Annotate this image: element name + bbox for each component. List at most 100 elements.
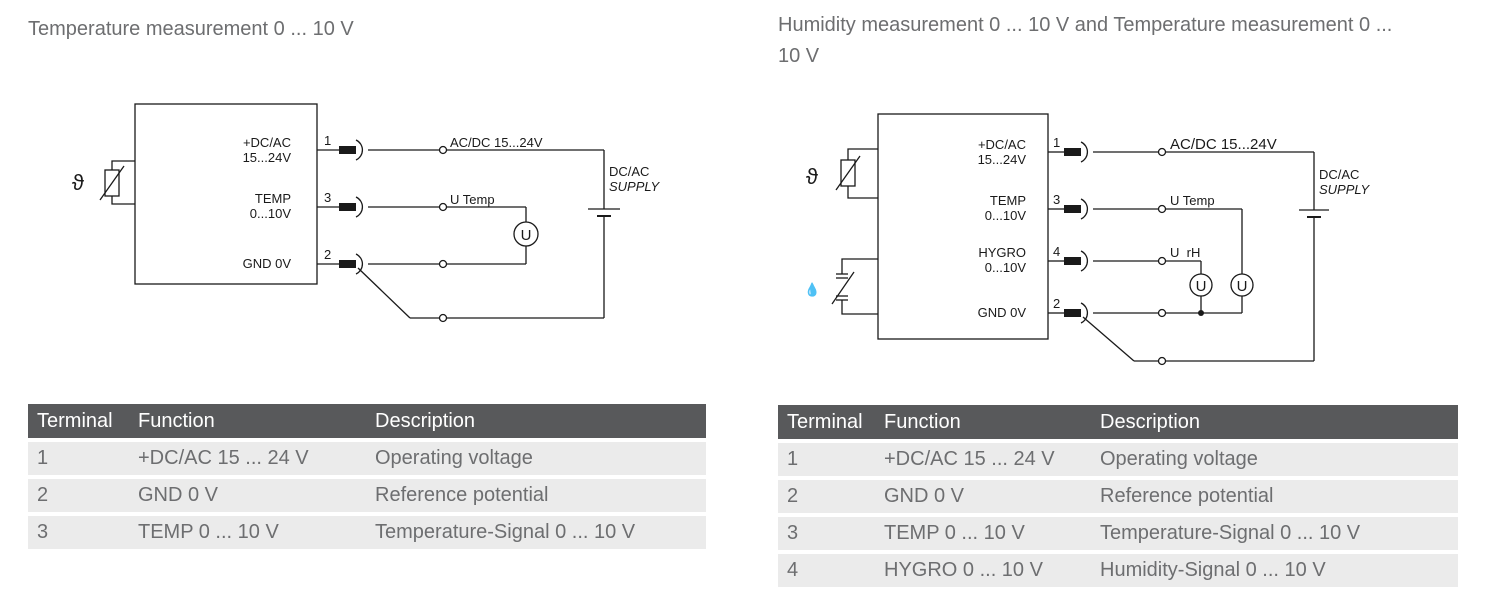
column-header: Terminal bbox=[778, 405, 875, 441]
plug-pin bbox=[1064, 205, 1081, 213]
voltmeter-icon bbox=[1189, 273, 1213, 297]
thermistor-body bbox=[104, 169, 120, 197]
plug-pin bbox=[339, 203, 356, 211]
table-cell: Operating voltage bbox=[366, 438, 706, 477]
thermistor-body bbox=[840, 159, 856, 187]
table-cell: 1 bbox=[28, 438, 129, 477]
terminal-label: 15...24V bbox=[243, 150, 292, 165]
device-box bbox=[134, 103, 318, 285]
table-row: 2 GND 0 V Reference potential bbox=[778, 476, 1458, 515]
voltmeter-icon bbox=[1230, 273, 1254, 297]
terminal-label: +DC/AC bbox=[243, 135, 291, 150]
table-row: 3 TEMP 0 ... 10 V Temperature-Signal 0 .… bbox=[28, 512, 706, 549]
table-cell: 1 bbox=[778, 439, 875, 478]
table-header-row: Terminal Function Description bbox=[28, 404, 706, 440]
supply-label: SUPPLY bbox=[609, 179, 660, 194]
column-header: Function bbox=[875, 405, 1091, 441]
section-title: Temperature measurement 0 ... 10 V bbox=[28, 18, 354, 40]
plug-pin bbox=[1064, 309, 1081, 317]
terminal-label: TEMP bbox=[990, 193, 1026, 208]
thermistor-icon bbox=[111, 160, 135, 205]
table-cell: Operating voltage bbox=[1091, 439, 1458, 478]
supply-wire-label: AC/DC 15...24V bbox=[450, 135, 543, 150]
table-header-row: Terminal Function Description bbox=[778, 405, 1458, 441]
table-cell: TEMP 0 ... 10 V bbox=[875, 513, 1091, 552]
terminal-point bbox=[1157, 204, 1167, 214]
table-cell: Temperature-Signal 0 ... 10 V bbox=[366, 512, 706, 549]
table-cell: 4 bbox=[778, 550, 875, 587]
plug-pin bbox=[339, 146, 356, 154]
terminal-point bbox=[1157, 147, 1167, 157]
plug-pin bbox=[1064, 148, 1081, 156]
column-header: Terminal bbox=[28, 404, 129, 440]
table-cell: Reference potential bbox=[1091, 476, 1458, 515]
table-cell: Reference potential bbox=[366, 475, 706, 514]
terminal-number: 3 bbox=[324, 190, 331, 205]
terminal-label: TEMP bbox=[255, 191, 291, 206]
terminal-label: GND 0V bbox=[243, 256, 292, 271]
table-cell: 2 bbox=[28, 475, 129, 514]
junction-dot bbox=[1198, 310, 1204, 316]
table-cell: 3 bbox=[778, 513, 875, 552]
table-row: 1 +DC/AC 15 ... 24 V Operating voltage bbox=[28, 438, 706, 477]
terminal-label: HYGRO bbox=[978, 245, 1026, 260]
voltmeter-label: U bbox=[521, 227, 532, 244]
terminal-point bbox=[438, 259, 448, 269]
terminal-point bbox=[438, 202, 448, 212]
terminal-table: Terminal Function Description 1 +DC/AC 1… bbox=[28, 404, 706, 549]
table-cell: Temperature-Signal 0 ... 10 V bbox=[1091, 513, 1458, 552]
terminal-number: 1 bbox=[324, 133, 331, 148]
terminal-label: +DC/AC bbox=[978, 137, 1026, 152]
table-cell: GND 0 V bbox=[875, 476, 1091, 515]
table-row: 1 +DC/AC 15 ... 24 V Operating voltage bbox=[778, 439, 1458, 478]
thermistor-symbol: ϑ bbox=[806, 164, 818, 189]
voltmeter-icon bbox=[513, 221, 539, 247]
voltmeter-label: U bbox=[1237, 278, 1248, 295]
column-header: Description bbox=[1091, 405, 1458, 441]
terminal-point bbox=[1157, 308, 1167, 318]
voltmeter-label: U bbox=[1196, 278, 1207, 295]
table-row: 3 TEMP 0 ... 10 V Temperature-Signal 0 .… bbox=[778, 513, 1458, 552]
thermistor-symbol: ϑ bbox=[72, 170, 84, 195]
plug-pin bbox=[1064, 257, 1081, 265]
table-cell: GND 0 V bbox=[129, 475, 366, 514]
terminal-label: 0...10V bbox=[985, 260, 1027, 275]
terminal-number: 2 bbox=[324, 247, 331, 262]
supply-label: DC/AC bbox=[609, 164, 649, 179]
terminal-point bbox=[438, 145, 448, 155]
table-cell: +DC/AC 15 ... 24 V bbox=[875, 439, 1091, 478]
supply-wire-label: AC/DC 15...24V bbox=[1170, 136, 1277, 153]
terminal-number: 4 bbox=[1053, 244, 1060, 259]
supply-label: DC/AC bbox=[1319, 167, 1359, 182]
terminal-point bbox=[1157, 256, 1167, 266]
table-cell: 3 bbox=[28, 512, 129, 549]
device-box bbox=[877, 113, 1049, 340]
terminal-label: 0...10V bbox=[985, 208, 1027, 223]
terminal-label: 0...10V bbox=[250, 206, 292, 221]
thermistor-icon bbox=[847, 148, 878, 199]
wiring-diagram-temperature: ϑ +DC/AC 15...24V TEMP 0...10V GND 0V 1 … bbox=[72, 103, 660, 323]
table-cell: TEMP 0 ... 10 V bbox=[129, 512, 366, 549]
table-cell: +DC/AC 15 ... 24 V bbox=[129, 438, 366, 477]
wiring-diagram-humidity-temperature: ϑ 💧 +DC/AC 15...24V TEMP 0...10V HYGRO 0… bbox=[804, 113, 1370, 366]
terminal-table: Terminal Function Description 1 +DC/AC 1… bbox=[778, 405, 1458, 587]
terminal-label: 15...24V bbox=[978, 152, 1027, 167]
table-cell: 2 bbox=[778, 476, 875, 515]
supply-label: SUPPLY bbox=[1319, 182, 1370, 197]
terminal-label: GND 0V bbox=[978, 305, 1027, 320]
column-header: Function bbox=[129, 404, 366, 440]
table-row: 2 GND 0 V Reference potential bbox=[28, 475, 706, 514]
section-title: Humidity measurement 0 ... 10 V and Temp… bbox=[778, 14, 1393, 67]
temp-wire-label: U Temp bbox=[1170, 193, 1215, 208]
temp-wire-label: U Temp bbox=[450, 192, 495, 207]
table-cell: Humidity-Signal 0 ... 10 V bbox=[1091, 550, 1458, 587]
hygro-wire-label: U rH bbox=[1170, 245, 1200, 260]
terminal-point bbox=[1157, 356, 1167, 366]
humidity-symbol: 💧 bbox=[804, 282, 820, 297]
humidity-sensor-icon bbox=[841, 258, 878, 315]
table-cell: HYGRO 0 ... 10 V bbox=[875, 550, 1091, 587]
terminal-point bbox=[438, 313, 448, 323]
terminal-number: 3 bbox=[1053, 192, 1060, 207]
table-row: 4 HYGRO 0 ... 10 V Humidity-Signal 0 ...… bbox=[778, 550, 1458, 587]
column-header: Description bbox=[366, 404, 706, 440]
